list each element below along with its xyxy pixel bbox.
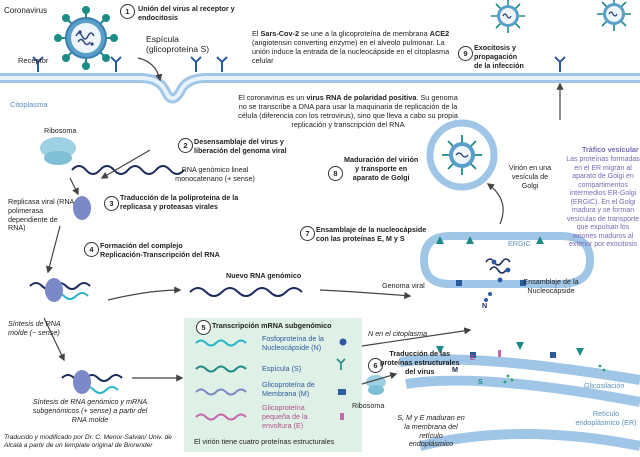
label-glicosilacion: Glicosilación	[584, 381, 625, 390]
step-7-number: 7	[300, 226, 315, 241]
step-5-number: 5	[196, 320, 211, 335]
label-citoplasma: Citoplasma	[10, 100, 48, 109]
step-1-description: El Sars-Cov-2 se une a la glicoproteína …	[252, 29, 450, 65]
label-virion-vesicula: Virión en una vesícula de Golgi	[508, 163, 552, 190]
replication-complex	[29, 278, 91, 302]
ergic-vesicle	[419, 232, 595, 288]
protein-legend-icons	[336, 338, 347, 420]
step-6-title: Traducción de las proteínas estructurale…	[380, 349, 460, 376]
label-genoma-viral: Genoma viral	[382, 281, 425, 290]
step-1-number: 1	[120, 4, 135, 19]
label-nuevo-rna: Nuevo RNA genómico	[226, 271, 302, 280]
label-sintesis-molde: Síntesis de RNA molde (− sense)	[8, 319, 61, 337]
label-coronavirus: Coronavirus	[4, 6, 48, 15]
step-3-number: 3	[104, 196, 119, 211]
step-2-number: 2	[178, 138, 193, 153]
protein-label-n: Fosfoproteína de la Nucleocápside (N)	[262, 334, 324, 352]
step-4-number: 4	[84, 242, 99, 257]
nucleocapsid	[484, 258, 511, 302]
credits-text: Traducido y modificado por Dr. C. Menor-…	[4, 434, 172, 450]
letter-s: S	[478, 377, 483, 386]
label-sintesis-genomico: Síntesis de RNA genómico y mRNA subgenóm…	[32, 397, 148, 424]
trafico-title: Tráfico vesicular	[582, 145, 639, 154]
step-9-title: Exocitosis y propagación de la infección	[474, 43, 524, 70]
golgi-vesicle	[426, 119, 498, 191]
protein-label-s: Espícula (S)	[262, 364, 302, 373]
receptors	[32, 56, 566, 72]
letter-e: E	[470, 353, 475, 362]
label-rna-lineal: RNA genómico lineal monocatenario (+ sen…	[175, 165, 255, 183]
endoplasmic-reticulum	[399, 342, 640, 451]
label-espicula: Espícula (glicoproteína S)	[146, 34, 210, 55]
label-virion-cuatro: El virión tiene cuatro proteínas estruct…	[194, 437, 335, 446]
step-6-number: 6	[368, 358, 383, 373]
label-ensamblaje: Ensamblaje de la Nucleocápside	[523, 277, 579, 295]
label-reticulo: Retículo endoplásmico (ER)	[575, 409, 637, 427]
trafico-text: Las proteínas formadas en el ER migran a…	[566, 156, 640, 249]
letter-m: M	[452, 365, 458, 374]
label-ribosoma-bottom: Ribosoma	[352, 401, 385, 410]
new-genomic-rna	[189, 287, 303, 297]
released-virions	[491, 0, 631, 33]
label-n-citoplasma: N en el citoplasma	[368, 329, 428, 338]
subgenomic-synthesis	[61, 370, 123, 394]
step-8-title: Maduración del virión y transporte en ap…	[344, 155, 419, 182]
label-ribosoma-top: Ribosoma	[44, 126, 77, 135]
rna-description: El coronavirus es un virus RNA de polari…	[238, 93, 458, 129]
step-1-title: Unión del virus al receptor y endocitosi…	[138, 4, 235, 22]
protein-legend-strands	[195, 339, 247, 421]
step-2-title: Desensamblaje del virus y liberación del…	[194, 137, 287, 155]
protein-panel	[184, 318, 362, 452]
letter-n: N	[482, 301, 488, 310]
ribosome-top	[40, 137, 76, 165]
step-3-title: Traducción de la poliproteína de la repl…	[120, 193, 239, 211]
protein-label-e: Glicoproteína pequeña de la envoltura (E…	[262, 403, 308, 430]
replicase-blob	[73, 196, 91, 220]
label-receptor: Receptor	[18, 56, 49, 65]
label-s-m-e: S, M y E maduran en la membrana del retí…	[397, 413, 465, 449]
step-7-title: Ensamblaje de la nucleocápside con las p…	[316, 225, 427, 243]
protein-label-m: Glicoproteína de Membrana (M)	[262, 380, 315, 398]
genomic-rna-strand	[71, 165, 185, 175]
step-5-title: Transcripción mRNA subgenómico	[212, 321, 332, 330]
cell-membrane	[0, 73, 640, 104]
step-8-number: 8	[328, 166, 343, 181]
label-ergic: ERGIC	[508, 239, 531, 248]
step-4-title: Formación del complejo Replicación-Trans…	[100, 241, 220, 259]
step-9-number: 9	[458, 46, 473, 61]
label-replicasa: Replicasa viral (RNA polimerasa dependie…	[8, 197, 75, 233]
coronavirus-particle	[54, 6, 118, 70]
